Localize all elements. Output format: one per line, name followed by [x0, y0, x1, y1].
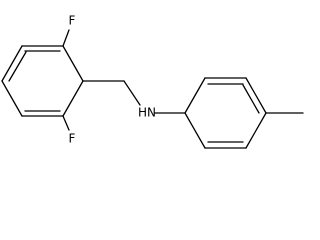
- fluorine-label-bottom: F: [69, 132, 76, 146]
- ring-b-bond: [245, 77, 267, 114]
- difluorophenyl-ring: [1, 45, 84, 117]
- fluorine-label-top: F: [69, 14, 76, 28]
- ring-b-bond: [184, 77, 206, 114]
- ring-b-double-bond: [242, 84, 260, 114]
- ring-b-bond: [184, 112, 206, 149]
- amine-label: HN: [138, 106, 156, 120]
- ring-a-bond: [62, 45, 84, 82]
- ring-a-bond: [62, 80, 84, 117]
- molecule-canvas: F F HN: [1, 13, 304, 149]
- c-f-bond-top: [62, 29, 70, 47]
- ring-a-bond: [1, 45, 23, 82]
- structure-diagram: F F HN: [1, 14, 304, 149]
- ring-b-bond: [245, 112, 267, 149]
- tolyl-ring: [184, 77, 267, 149]
- ch2-to-n-bond: [123, 80, 141, 106]
- c-f-bond-bottom: [62, 115, 70, 131]
- ring-a-double-bond: [8, 51, 27, 82]
- ring-a-bond: [1, 80, 23, 117]
